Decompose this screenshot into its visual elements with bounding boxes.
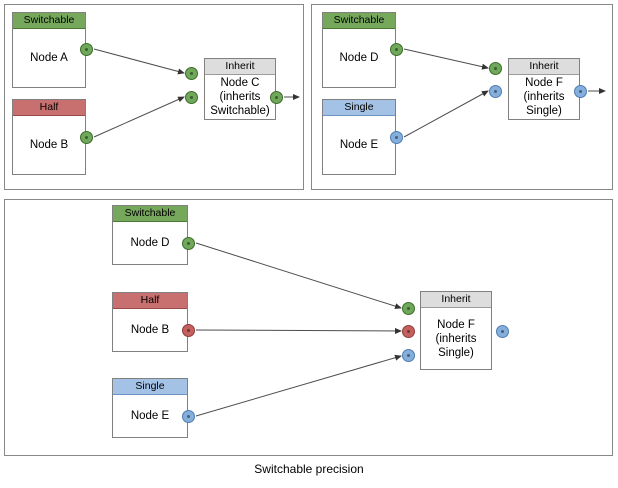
node-a[interactable]: Switchable Node A: [12, 12, 86, 88]
node-d-body: Node D: [323, 29, 395, 87]
node-e-bottom-output-port[interactable]: [182, 410, 195, 423]
node-f-output-port[interactable]: [574, 85, 587, 98]
node-c-label-line-2: (inherits: [219, 91, 261, 103]
node-b[interactable]: Half Node B: [12, 99, 86, 175]
node-e-output-port[interactable]: [390, 131, 403, 144]
node-f[interactable]: Inherit Node F (inherits Single): [508, 58, 580, 120]
node-c-input-port-2[interactable]: [185, 91, 198, 104]
node-a-body: Node A: [13, 29, 85, 87]
node-f-bottom[interactable]: Inherit Node F (inherits Single): [420, 291, 492, 370]
node-e-label: Node E: [339, 139, 379, 151]
node-f-body: Node F (inherits Single): [509, 75, 579, 119]
node-f-bottom-label-line-3: Single): [438, 346, 474, 359]
node-f-label-line-3: Single): [526, 105, 562, 117]
node-e-bottom-label: Node E: [130, 410, 170, 422]
node-f-bottom-input-port-2[interactable]: [402, 325, 415, 338]
node-c-body: Node C (inherits Switchable): [205, 75, 275, 119]
node-f-bottom-output-port[interactable]: [496, 325, 509, 338]
node-b-body: Node B: [13, 116, 85, 174]
node-a-header: Switchable: [13, 13, 85, 29]
node-d-bottom-body: Node D: [113, 222, 187, 264]
node-e-bottom-header: Single: [113, 379, 187, 395]
node-b-bottom-body: Node B: [113, 309, 187, 351]
node-e-bottom-body: Node E: [113, 395, 187, 437]
node-b-bottom[interactable]: Half Node B: [112, 292, 188, 352]
node-d[interactable]: Switchable Node D: [322, 12, 396, 88]
node-f-input-port-2[interactable]: [489, 85, 502, 98]
node-d-bottom[interactable]: Switchable Node D: [112, 205, 188, 265]
node-c[interactable]: Inherit Node C (inherits Switchable): [204, 58, 276, 120]
node-f-label-line-1: Node F: [525, 77, 563, 89]
node-d-output-port[interactable]: [390, 43, 403, 56]
node-e-bottom[interactable]: Single Node E: [112, 378, 188, 438]
node-f-label-line-2: (inherits: [523, 91, 565, 103]
node-b-bottom-output-port[interactable]: [182, 324, 195, 337]
node-d-header: Switchable: [323, 13, 395, 29]
node-b-header: Half: [13, 100, 85, 116]
node-c-input-port-1[interactable]: [185, 67, 198, 80]
node-a-output-port[interactable]: [80, 43, 93, 56]
node-d-label: Node D: [339, 52, 379, 64]
node-c-label-line-1: Node C: [220, 77, 260, 89]
node-f-bottom-label-line-2: (inherits: [435, 332, 477, 345]
node-b-bottom-label: Node B: [130, 324, 170, 336]
node-b-bottom-header: Half: [113, 293, 187, 309]
node-d-bottom-header: Switchable: [113, 206, 187, 222]
node-e[interactable]: Single Node E: [322, 99, 396, 175]
node-f-header: Inherit: [509, 59, 579, 75]
node-f-bottom-header: Inherit: [421, 292, 491, 308]
node-c-label-line-3: Switchable): [210, 105, 270, 117]
node-a-label: Node A: [30, 52, 68, 64]
node-f-bottom-label-line-1: Node F: [437, 318, 475, 331]
node-e-body: Node E: [323, 116, 395, 174]
node-c-output-port[interactable]: [270, 91, 283, 104]
node-b-label: Node B: [29, 139, 69, 151]
panel-bottom: [4, 199, 613, 456]
node-f-bottom-input-port-3[interactable]: [402, 349, 415, 362]
node-d-bottom-output-port[interactable]: [182, 237, 195, 250]
node-f-bottom-input-port-1[interactable]: [402, 302, 415, 315]
node-e-header: Single: [323, 100, 395, 116]
node-d-bottom-label: Node D: [130, 237, 170, 249]
node-f-bottom-body: Node F (inherits Single): [421, 308, 491, 369]
node-f-input-port-1[interactable]: [489, 62, 502, 75]
node-b-output-port[interactable]: [80, 131, 93, 144]
node-c-header: Inherit: [205, 59, 275, 75]
diagram-caption: Switchable precision: [254, 462, 364, 476]
